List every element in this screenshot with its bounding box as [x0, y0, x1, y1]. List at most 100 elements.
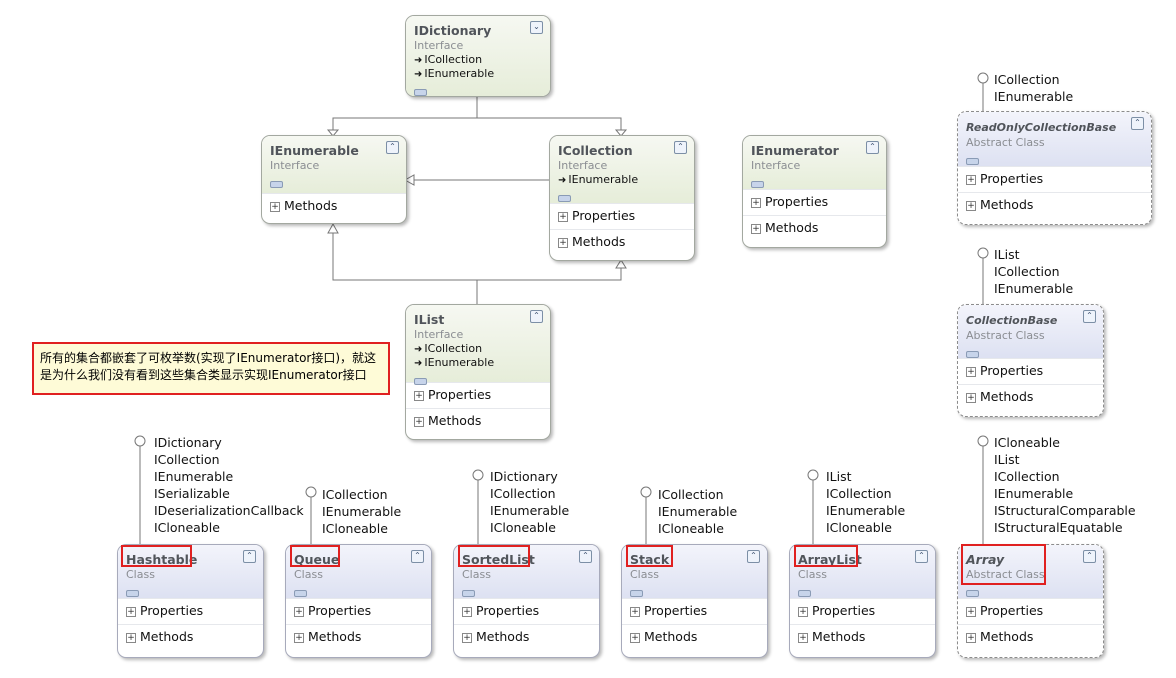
- ienumerator-properties-section[interactable]: +Properties: [743, 189, 886, 215]
- array-shape[interactable]: Array Abstract Class ⌃ +Properties +Meth…: [957, 544, 1104, 658]
- class-glyph-icon: [630, 589, 643, 597]
- hashtable-interfaces: IDictionary ICollection IEnumerable ISer…: [154, 435, 304, 535]
- readonlycollectionbase-shape[interactable]: ReadOnlyCollectionBase Abstract Class ⌃ …: [957, 111, 1152, 225]
- array-methods-section[interactable]: +Methods: [958, 624, 1103, 650]
- queue-properties-section[interactable]: +Properties: [286, 598, 431, 624]
- expand-plus-icon[interactable]: +: [462, 633, 472, 643]
- sortedlist-methods-section[interactable]: +Methods: [454, 624, 599, 650]
- expand-plus-icon[interactable]: +: [294, 633, 304, 643]
- expand-plus-icon[interactable]: +: [966, 393, 976, 403]
- ienumerator-methods-section[interactable]: +Methods: [743, 215, 886, 241]
- expand-plus-icon[interactable]: +: [630, 633, 640, 643]
- queue-methods-section[interactable]: +Methods: [286, 624, 431, 650]
- expand-plus-icon[interactable]: +: [294, 607, 304, 617]
- collapse-toggle-icon[interactable]: ⌃: [915, 550, 928, 563]
- expand-plus-icon[interactable]: +: [798, 633, 808, 643]
- class-glyph-icon: [966, 157, 979, 165]
- collapse-toggle-icon[interactable]: ⌃: [579, 550, 592, 563]
- ienumerable-kind: Interface: [270, 159, 320, 172]
- readonlycollectionbase-methods-section[interactable]: +Methods: [958, 192, 1151, 218]
- sortedlist-highlight: [458, 545, 530, 567]
- collapse-toggle-icon[interactable]: ⌃: [386, 141, 399, 154]
- expand-plus-icon[interactable]: +: [966, 633, 976, 643]
- ilist-properties-section[interactable]: +Properties: [406, 382, 550, 408]
- expand-plus-icon[interactable]: +: [270, 202, 280, 212]
- expand-plus-icon[interactable]: +: [966, 607, 976, 617]
- stack-methods-section[interactable]: +Methods: [622, 624, 767, 650]
- arraylist-shape[interactable]: ArrayList Class ⌃ +Properties +Methods: [789, 544, 936, 658]
- expand-plus-icon[interactable]: +: [414, 391, 424, 401]
- array-highlight: [961, 544, 1046, 585]
- arraylist-highlight: [794, 545, 858, 567]
- collapse-toggle-icon[interactable]: ⌃: [530, 310, 543, 323]
- collapse-toggle-icon[interactable]: ⌃: [747, 550, 760, 563]
- arraylist-properties-section[interactable]: +Properties: [790, 598, 935, 624]
- hashtable-methods-section[interactable]: +Methods: [118, 624, 263, 650]
- collapse-toggle-icon[interactable]: ⌃: [411, 550, 424, 563]
- array-properties-section[interactable]: +Properties: [958, 598, 1103, 624]
- collapse-toggle-icon[interactable]: ⌃: [1083, 310, 1096, 323]
- sortedlist-properties-section[interactable]: +Properties: [454, 598, 599, 624]
- collectionbase-methods-section[interactable]: +Methods: [958, 384, 1103, 410]
- idictionary-name: IDictionary: [414, 23, 492, 38]
- queue-interfaces: ICollection IEnumerable ICloneable: [322, 487, 402, 536]
- hashtable-name: Hashtable: [126, 552, 198, 567]
- ilist-shape[interactable]: IList Interface ➜ICollection ➜IEnumerabl…: [405, 304, 551, 440]
- readonlycollectionbase-name: ReadOnlyCollectionBase: [966, 121, 1117, 134]
- queue-kind: Class: [294, 568, 323, 581]
- sortedlist-name: SortedList: [462, 552, 535, 567]
- collapse-toggle-icon[interactable]: ⌃: [243, 550, 256, 563]
- expand-toggle-icon[interactable]: ⌄: [530, 21, 543, 34]
- stack-properties-section[interactable]: +Properties: [622, 598, 767, 624]
- icollection-shape[interactable]: ICollection Interface ➜IEnumerable ⌃ +Pr…: [549, 135, 695, 261]
- interface-glyph-icon: [414, 88, 427, 96]
- ilist-methods-section[interactable]: +Methods: [406, 408, 550, 434]
- ienumerable-methods-section[interactable]: +Methods: [262, 193, 406, 219]
- collapse-toggle-icon[interactable]: ⌃: [1131, 117, 1144, 130]
- stack-kind: Class: [630, 568, 659, 581]
- idictionary-shape[interactable]: IDictionary Interface ➜ICollection ➜IEnu…: [405, 15, 551, 97]
- stack-highlight: [626, 545, 673, 567]
- expand-plus-icon[interactable]: +: [126, 633, 136, 643]
- icollection-methods-section[interactable]: +Methods: [550, 229, 694, 255]
- readonlycollectionbase-properties-section[interactable]: +Properties: [958, 166, 1151, 192]
- expand-plus-icon[interactable]: +: [126, 607, 136, 617]
- collapse-toggle-icon[interactable]: ⌃: [674, 141, 687, 154]
- expand-plus-icon[interactable]: +: [966, 201, 976, 211]
- collectionbase-properties-section[interactable]: +Properties: [958, 358, 1103, 384]
- stack-shape[interactable]: Stack Class ⌃ +Properties +Methods: [621, 544, 768, 658]
- collectionbase-interfaces: IList ICollection IEnumerable: [994, 247, 1074, 296]
- collectionbase-shape[interactable]: CollectionBase Abstract Class ⌃ +Propert…: [957, 304, 1104, 417]
- expand-plus-icon[interactable]: +: [558, 238, 568, 248]
- expand-plus-icon[interactable]: +: [414, 417, 424, 427]
- collapse-toggle-icon[interactable]: ⌃: [866, 141, 879, 154]
- ienumerable-shape[interactable]: IEnumerable Interface ⌃ +Methods: [261, 135, 407, 224]
- collapse-toggle-icon[interactable]: ⌃: [1083, 550, 1096, 563]
- class-glyph-icon: [462, 589, 475, 597]
- expand-plus-icon[interactable]: +: [798, 607, 808, 617]
- expand-plus-icon[interactable]: +: [966, 175, 976, 185]
- annotation-note: 所有的集合都嵌套了可枚举数(实现了IEnumerator接口)，就这 是为什么我…: [32, 342, 390, 395]
- collectionbase-name: CollectionBase: [966, 314, 1058, 327]
- array-name: Array: [966, 552, 1005, 567]
- expand-plus-icon[interactable]: +: [751, 224, 761, 234]
- icollection-properties-section[interactable]: +Properties: [550, 203, 694, 229]
- expand-plus-icon[interactable]: +: [462, 607, 472, 617]
- expand-plus-icon[interactable]: +: [751, 198, 761, 208]
- hashtable-properties-section[interactable]: +Properties: [118, 598, 263, 624]
- collectionbase-kind: Abstract Class: [966, 329, 1045, 342]
- expand-plus-icon[interactable]: +: [630, 607, 640, 617]
- queue-shape[interactable]: Queue Class ⌃ +Properties +Methods: [285, 544, 432, 658]
- arraylist-methods-section[interactable]: +Methods: [790, 624, 935, 650]
- array-interfaces: ICloneable IList ICollection IEnumerable…: [994, 435, 1136, 535]
- expand-plus-icon[interactable]: +: [558, 212, 568, 222]
- class-glyph-icon: [126, 589, 139, 597]
- expand-plus-icon[interactable]: +: [966, 367, 976, 377]
- icollection-kind: Interface: [558, 159, 608, 172]
- ienumerator-name: IEnumerator: [751, 143, 839, 158]
- ienumerator-shape[interactable]: IEnumerator Interface ⌃ +Properties +Met…: [742, 135, 887, 248]
- arraylist-kind: Class: [798, 568, 827, 581]
- ienumerator-kind: Interface: [751, 159, 801, 172]
- interface-glyph-icon: [270, 180, 283, 188]
- sortedlist-shape[interactable]: SortedList Class ⌃ +Properties +Methods: [453, 544, 600, 658]
